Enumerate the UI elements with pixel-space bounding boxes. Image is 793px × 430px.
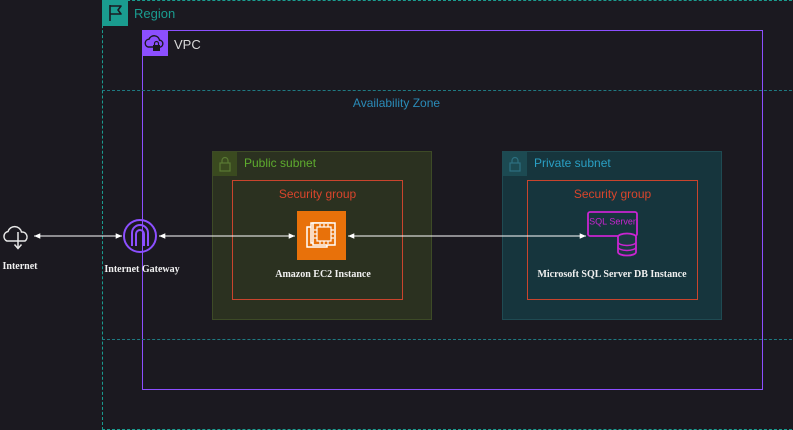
sql-server-db-icon[interactable]: SQL Server: [587, 211, 638, 257]
region-label: Region: [134, 6, 176, 21]
security-group-public: [232, 180, 403, 300]
cloud-lock-icon: [142, 30, 168, 56]
flag-icon: [102, 0, 128, 26]
internet-label: Internet: [2, 261, 38, 272]
lock-icon: [503, 152, 527, 176]
security-group-private: [527, 180, 698, 300]
availability-zone-label: Availability Zone: [352, 96, 441, 110]
vpc-boundary: [142, 30, 763, 390]
private-subnet-label: Private subnet: [534, 156, 611, 170]
sql-server-badge: SQL Server: [589, 217, 636, 227]
ec2-instance-label: Amazon EC2 Instance: [275, 269, 371, 280]
security-group-label: Security group: [573, 187, 652, 201]
security-group-label: Security group: [278, 187, 357, 201]
public-subnet-label: Public subnet: [244, 156, 317, 170]
sql-server-instance-label: Microsoft SQL Server DB Instance: [537, 269, 687, 280]
cloud-download-icon[interactable]: [3, 225, 28, 250]
lock-icon: [213, 152, 237, 176]
internet-gateway-label: Internet Gateway: [104, 264, 180, 275]
ec2-chip-icon[interactable]: [297, 211, 346, 260]
vpc-label: VPC: [174, 37, 201, 52]
availability-zone-boundary: [102, 90, 793, 340]
internet-gateway-icon[interactable]: [123, 219, 157, 253]
